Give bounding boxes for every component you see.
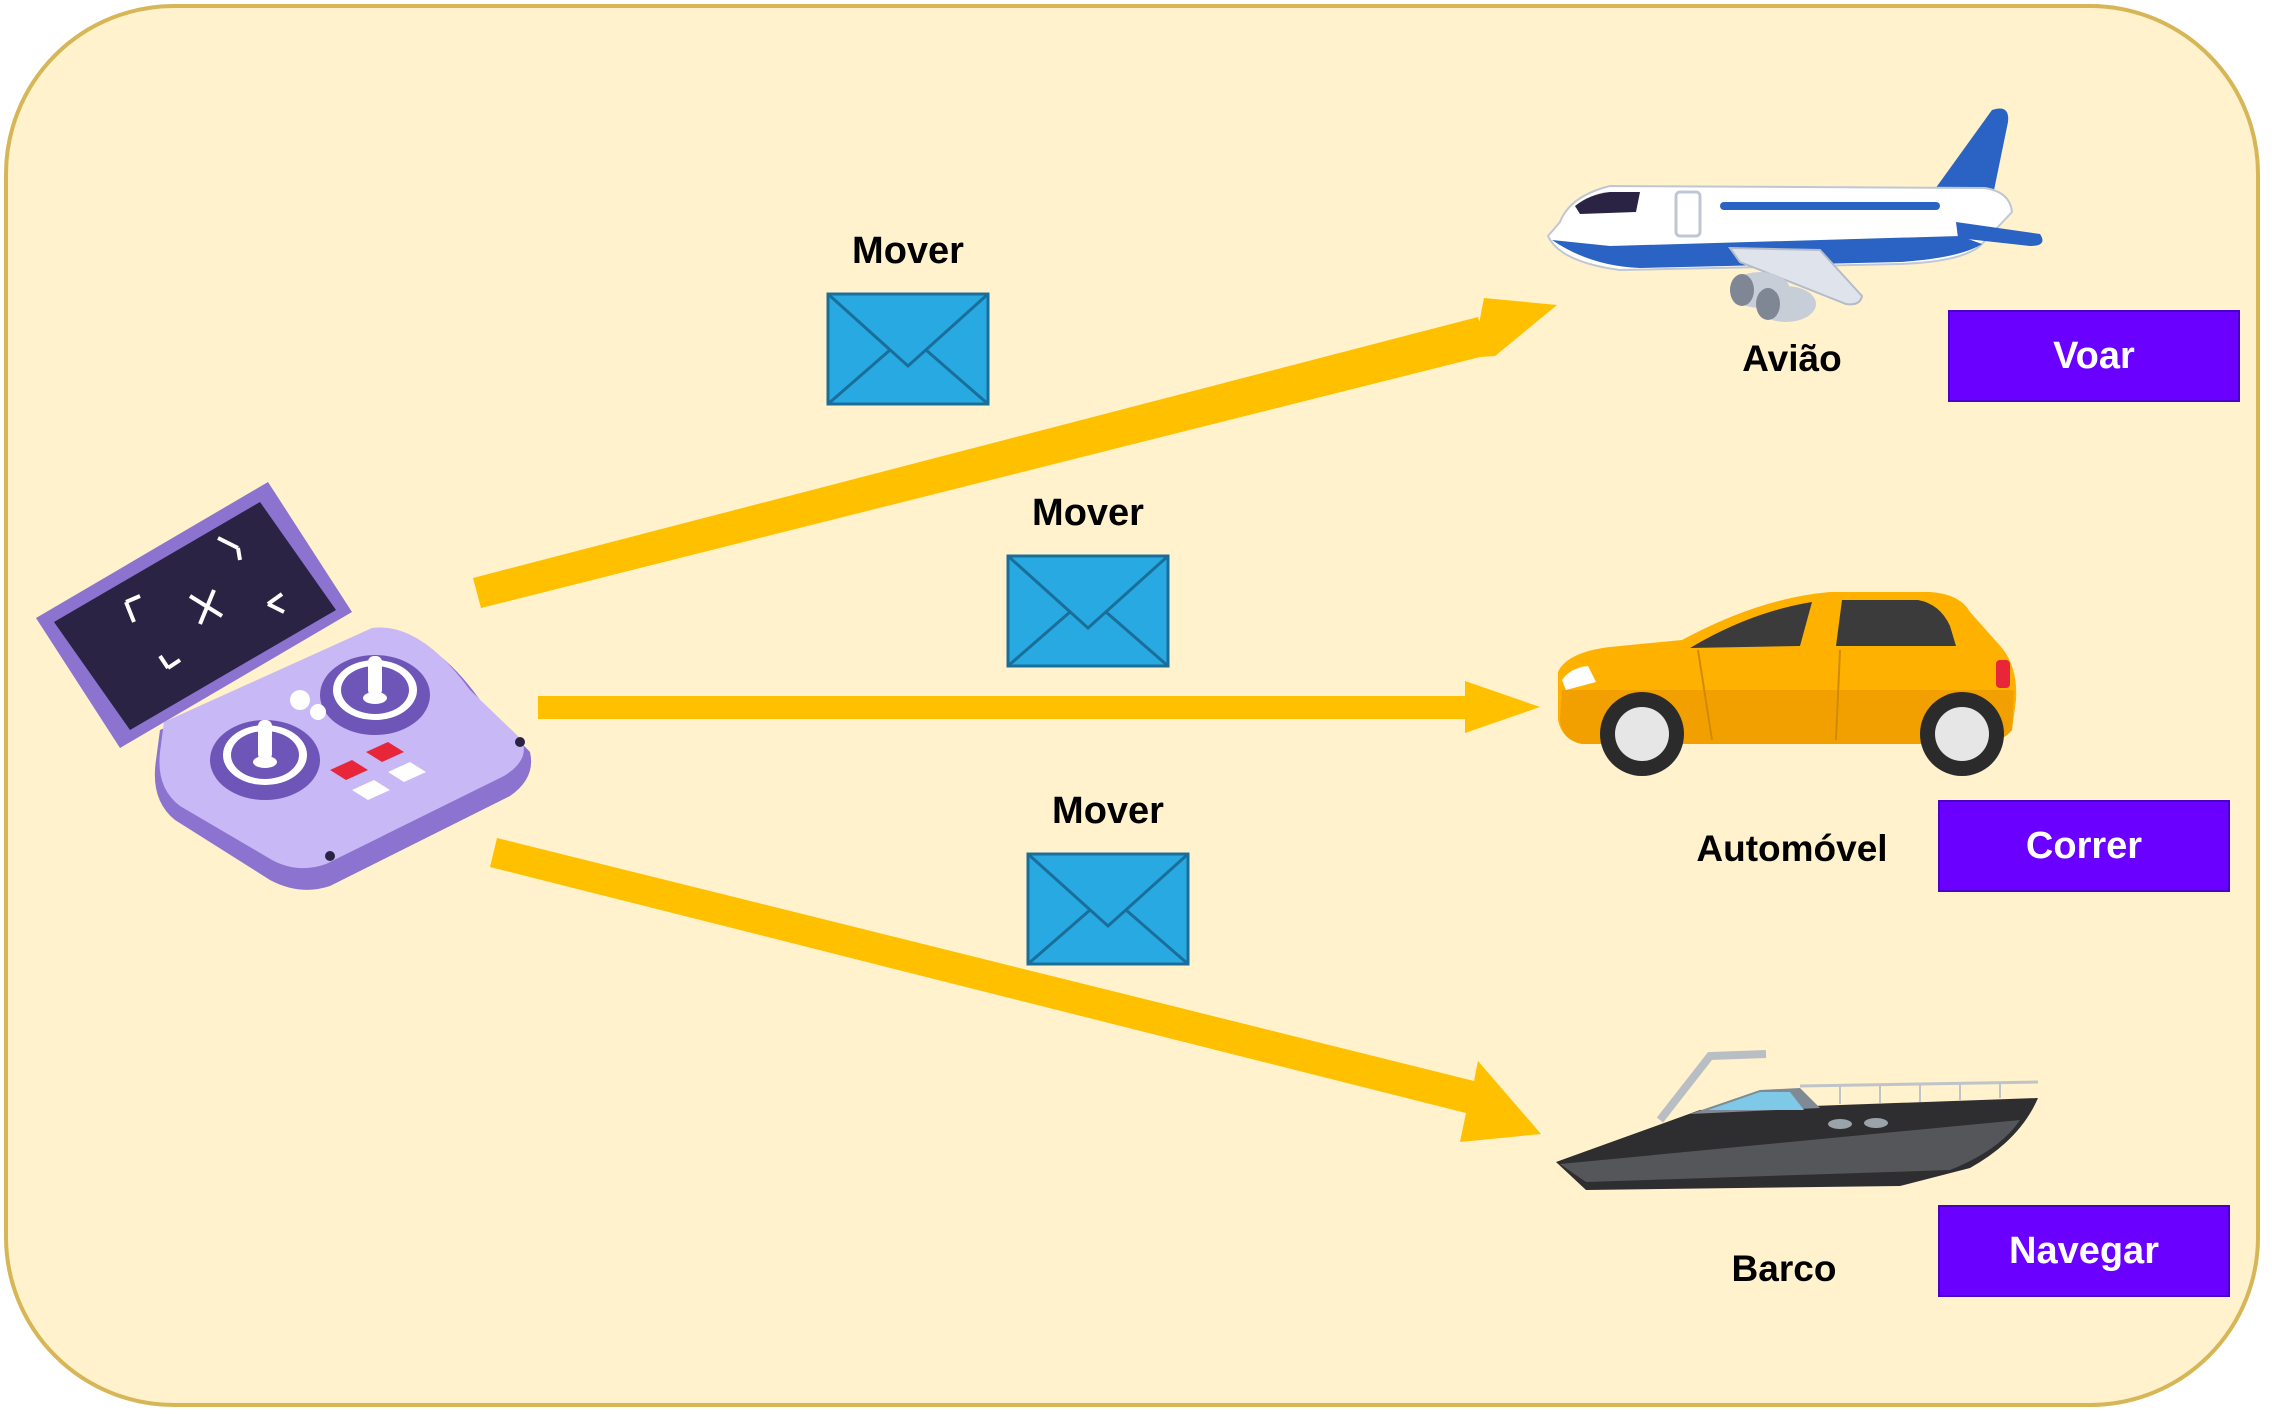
action-box-fly: Voar bbox=[1948, 310, 2240, 402]
message-label: Mover bbox=[1032, 492, 1144, 534]
arrow-to-car bbox=[538, 681, 1540, 733]
action-box-drive: Correr bbox=[1938, 800, 2230, 892]
envelope-icon bbox=[1026, 852, 1190, 966]
object-label-airplane: Avião bbox=[1742, 338, 1842, 379]
arrow-to-boat bbox=[490, 838, 1541, 1142]
arrow-to-airplane bbox=[473, 298, 1557, 608]
car-icon bbox=[1558, 592, 2017, 776]
action-box-sail: Navegar bbox=[1938, 1205, 2230, 1297]
message-label: Mover bbox=[852, 230, 964, 272]
airplane-icon bbox=[1546, 108, 2043, 322]
envelope-icon bbox=[1006, 554, 1170, 668]
boat-icon bbox=[1556, 1050, 2039, 1190]
envelope-icon bbox=[826, 292, 990, 406]
object-label-car: Automóvel bbox=[1696, 828, 1888, 869]
game-controller-icon bbox=[36, 482, 532, 890]
message-label: Mover bbox=[1052, 790, 1164, 832]
object-label-boat: Barco bbox=[1731, 1248, 1837, 1289]
